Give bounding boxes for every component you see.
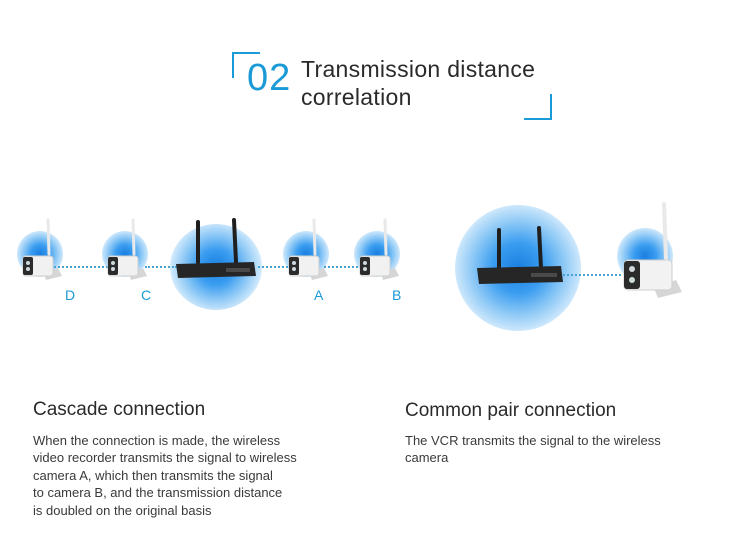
video-recorder-icon bbox=[477, 226, 563, 284]
section-title-line-2: correlation bbox=[301, 84, 412, 110]
camera-label-d: D bbox=[65, 287, 76, 303]
common-pair-title: Common pair connection bbox=[405, 400, 617, 421]
section-title: Transmission distance correlation bbox=[301, 55, 535, 111]
section-number: 02 bbox=[247, 57, 292, 99]
camera-label-c: C bbox=[141, 287, 152, 303]
cascade-line: to camera B, and the transmission distan… bbox=[33, 485, 283, 501]
camera-icon bbox=[359, 218, 399, 280]
camera-label-b: B bbox=[392, 287, 402, 303]
bracket-bottom-right bbox=[524, 94, 552, 120]
camera-icon bbox=[288, 218, 328, 280]
cascade-line: video recorder transmits the signal to w… bbox=[33, 450, 297, 466]
signal-link-nvr-a bbox=[258, 266, 288, 268]
cascade-line: is doubled on the original basis bbox=[33, 502, 212, 518]
common-pair-description: The VCR transmits the signal to the wire… bbox=[405, 432, 661, 467]
signal-link-a-b bbox=[324, 266, 358, 268]
connection-diagram: D C A B bbox=[0, 190, 750, 350]
cascade-description: When the connection is made, the wireles… bbox=[33, 432, 297, 519]
signal-link-c-nvr bbox=[145, 266, 177, 268]
video-recorder-icon bbox=[176, 218, 256, 278]
cascade-title: Cascade connection bbox=[33, 399, 206, 420]
cascade-line: camera A, which then transmits the signa… bbox=[33, 467, 273, 483]
common-pair-line: camera bbox=[405, 450, 449, 466]
signal-link-d-c bbox=[50, 266, 108, 268]
section-title-line-1: Transmission distance bbox=[301, 56, 536, 82]
bracket-top-left bbox=[232, 52, 260, 78]
signal-link-nvr-camera bbox=[563, 274, 621, 276]
camera-label-a: A bbox=[314, 287, 324, 303]
cascade-line: When the connection is made, the wireles… bbox=[33, 433, 281, 448]
camera-icon bbox=[107, 218, 147, 280]
camera-icon bbox=[22, 218, 62, 280]
camera-icon bbox=[623, 202, 682, 298]
common-pair-line: The VCR transmits the signal to the wire… bbox=[405, 433, 661, 448]
